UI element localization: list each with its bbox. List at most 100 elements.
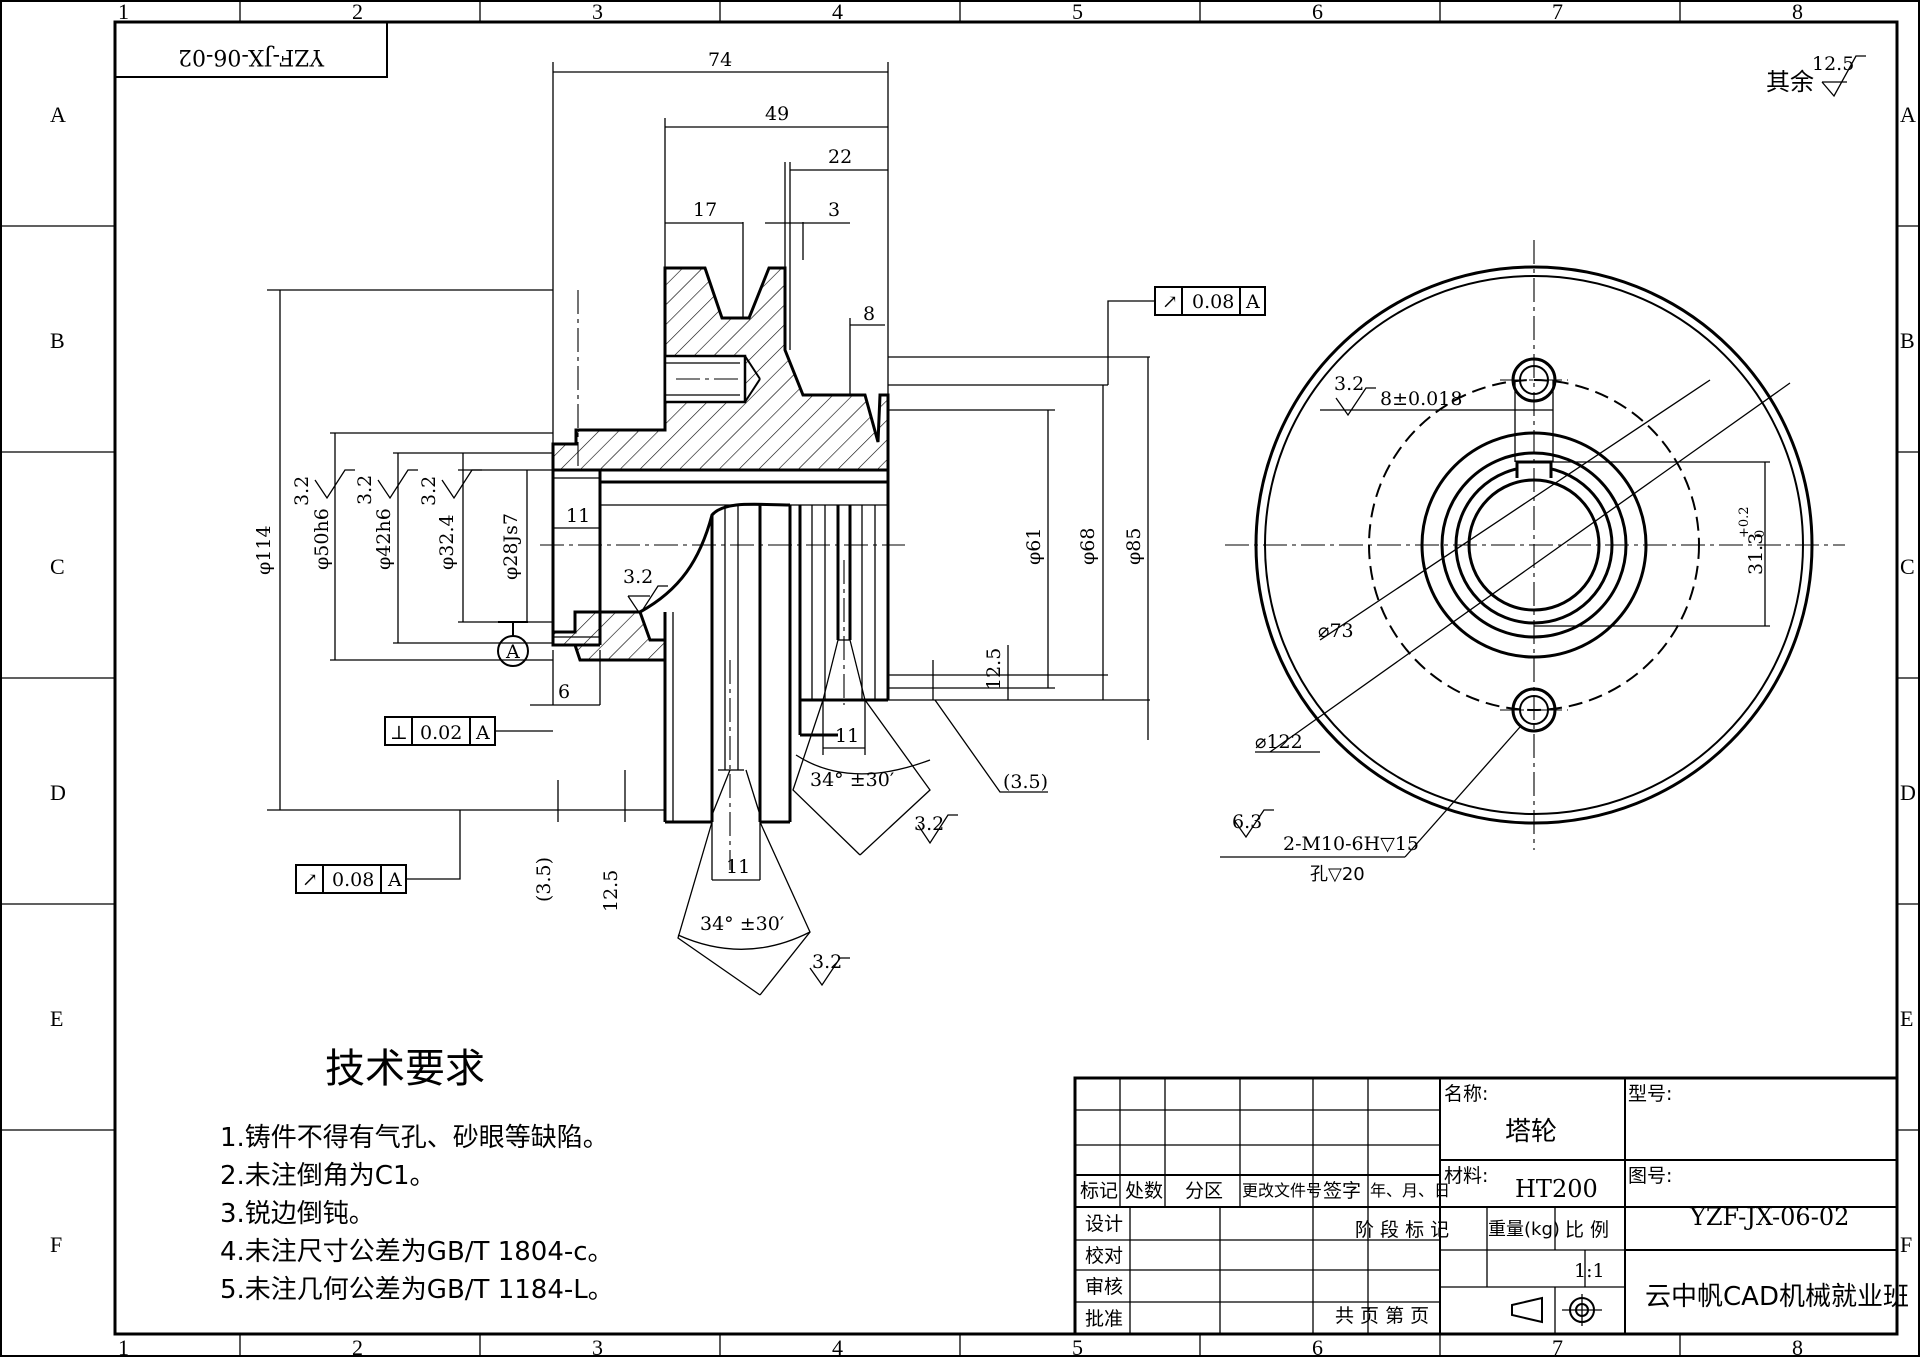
dim-12-5-right: 12.5 [983, 648, 1005, 690]
dim-3-5-right: (3.5) [1003, 771, 1048, 793]
dim-3-5-left: (3.5) [533, 857, 555, 902]
roughness-1: 3.2 [291, 476, 313, 506]
stage-label: 阶 段 标 记 [1355, 1219, 1449, 1241]
drawing-number-box: YZF-JX-06-02 [114, 21, 388, 78]
dim-49: 49 [765, 103, 789, 125]
rev-header: 年、月、日 [1370, 1181, 1450, 1200]
zone-col-label: 8 [1792, 0, 1803, 24]
datum-a-label: A [505, 641, 520, 663]
zone-col-label: 2 [352, 1335, 363, 1357]
runout-bottom-symbol: ↗ [302, 869, 318, 891]
surface-finish-other: 其余 12.5 [1766, 53, 1866, 98]
zone-row-label: B [50, 328, 65, 353]
name-value: 塔轮 [1505, 1117, 1557, 1147]
zone-col-label: 6 [1312, 1335, 1323, 1357]
tech-requirements: 技术要求 1.铸件不得有气孔、砂眼等缺陷。 2.未注倒角为C1。 3.锐边倒钝。… [220, 1046, 614, 1305]
rev-header: 处数 [1125, 1180, 1163, 1202]
role-label: 校对 [1085, 1245, 1123, 1267]
name-label: 名称: [1444, 1083, 1488, 1105]
roughness-6: 3.2 [812, 951, 842, 973]
od-dim: ⌀122 [1255, 731, 1303, 753]
perp-symbol: ⊥ [390, 722, 408, 744]
dim-phi68: φ68 [1077, 528, 1099, 565]
rev-header: 标记 [1080, 1180, 1118, 1202]
zone-row-label: D [1900, 780, 1916, 805]
role-label: 批准 [1085, 1308, 1123, 1330]
dim-22: 22 [828, 146, 852, 168]
rev-header: 签字 [1323, 1180, 1361, 1202]
zone-labels: 1 2 3 4 5 6 7 8 1 2 3 4 5 6 7 8 A B C D … [50, 0, 1916, 1357]
section-view [267, 62, 1150, 880]
zone-row-label: C [1900, 554, 1915, 579]
runout-bottom-value: 0.08 [332, 869, 374, 891]
zone-col-label: 4 [832, 1335, 843, 1357]
surface-finish-other-value: 12.5 [1812, 53, 1854, 75]
dim-6: 6 [558, 681, 570, 703]
material-label: 材料: [1444, 1165, 1488, 1187]
zone-col-label: 2 [352, 0, 363, 24]
drawing-no-value: YZF-JX-06-02 [1689, 1203, 1849, 1231]
projection-symbol-icon [1511, 1294, 1602, 1326]
key-width: 8±0.018 [1380, 388, 1462, 410]
dim-phi28: φ28Js7 [500, 513, 522, 580]
dim-12-5-left: 12.5 [600, 870, 622, 912]
runout-top-value: 0.08 [1192, 291, 1234, 313]
scale-label: 比 例 [1565, 1219, 1609, 1241]
weight-label: 重量(kg) [1488, 1219, 1560, 1240]
runout-frame-top: ↗ 0.08 A [1107, 286, 1266, 385]
perp-datum: A [475, 722, 490, 744]
zone-col-label: 1 [118, 0, 129, 24]
zone-row-label: A [1900, 102, 1916, 127]
dim-17: 17 [693, 199, 717, 221]
drawing-no-label: 图号: [1628, 1165, 1672, 1187]
thread-callout: 2-M10-6H▽15 [1283, 833, 1419, 855]
zone-row-label: C [50, 554, 65, 579]
zone-col-label: 7 [1552, 0, 1563, 24]
runout-frame-bottom: ↗ 0.08 A [295, 810, 461, 894]
dim-3: 3 [828, 199, 840, 221]
type-label: 型号: [1628, 1083, 1672, 1105]
tech-title: 技术要求 [325, 1046, 485, 1092]
title-block: 标记 处数 分区 更改文件号 签字 年、月、日 设计 校对 审核 批准 名称: … [1073, 1076, 1909, 1336]
dim-phi50: φ50h6 [311, 508, 333, 570]
tech-item: 4.未注尺寸公差为GB/T 1804-c。 [220, 1237, 614, 1267]
dim-74: 74 [708, 49, 732, 71]
zone-col-label: 5 [1072, 0, 1083, 24]
key-depth-tol-lower: 0 [1753, 530, 1768, 538]
sheets-label: 共 页 第 页 [1335, 1305, 1429, 1327]
roughness-7: 3.2 [1334, 373, 1364, 395]
zone-col-label: 7 [1552, 1335, 1563, 1357]
surface-finish-other-label: 其余 [1766, 68, 1814, 96]
zone-row-label: F [1900, 1232, 1912, 1257]
dim-phi42: φ42h6 [373, 508, 395, 570]
scale-value: 1:1 [1574, 1260, 1605, 1282]
tech-item: 3.锐边倒钝。 [220, 1199, 375, 1229]
pcd-dim: ⌀73 [1318, 620, 1354, 642]
zone-col-label: 5 [1072, 1335, 1083, 1357]
roughness-2: 3.2 [354, 475, 376, 505]
material-value: HT200 [1515, 1175, 1598, 1203]
dim-phi32: φ32.4 [436, 514, 458, 570]
rev-header: 分区 [1185, 1180, 1223, 1202]
runout-top-datum: A [1245, 291, 1260, 313]
key-depth: 31.3 [1745, 533, 1767, 575]
tech-item: 1.铸件不得有气孔、砂眼等缺陷。 [220, 1123, 609, 1153]
roughness-9: 6.3 [1232, 811, 1262, 833]
dim-phi85: φ85 [1123, 528, 1145, 565]
zone-row-label: B [1900, 328, 1915, 353]
perpendicularity-frame: ⊥ 0.02 A [384, 716, 553, 746]
dim-11-left: 11 [726, 856, 750, 878]
lower-section-hatch [551, 610, 667, 662]
tech-item: 2.未注倒角为C1。 [220, 1161, 436, 1191]
dim-11-bore: 11 [566, 505, 590, 527]
zone-row-label: E [1900, 1006, 1913, 1031]
dim-8: 8 [863, 303, 875, 325]
zone-col-label: 4 [832, 0, 843, 24]
perp-value: 0.02 [420, 722, 462, 744]
zone-col-label: 3 [592, 1335, 603, 1357]
roughness-marks: 3.2 3.2 3.2 3.2 3.2 3.2 3.2 6.3 [291, 373, 1376, 987]
dim-phi61: φ61 [1023, 528, 1045, 565]
thread-hole-callout: 孔▽20 [1310, 864, 1365, 885]
angle-left: 34° ±30′ [700, 913, 784, 935]
